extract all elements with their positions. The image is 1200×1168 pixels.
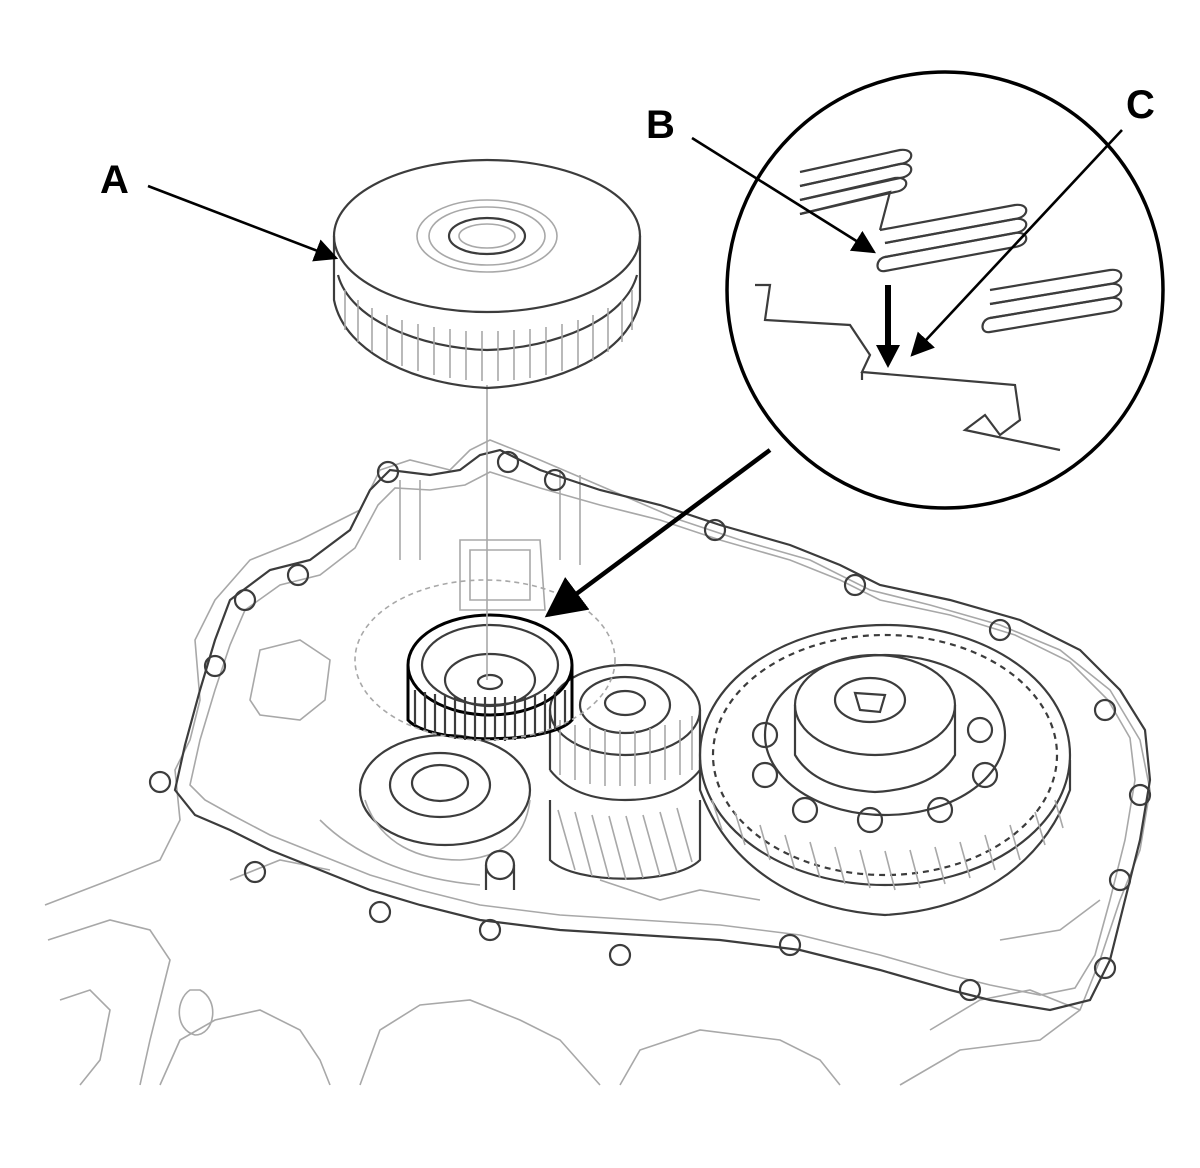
callout-labels: A B C <box>100 83 1155 202</box>
transmission-housing <box>44 439 1151 1086</box>
callout-b-label: B <box>646 103 675 147</box>
case-flange <box>173 448 1152 1012</box>
leader-lines <box>147 129 1123 618</box>
callout-c-label: C <box>1126 83 1155 127</box>
detail-inset <box>725 70 1165 510</box>
callout-a-label: A <box>100 158 129 202</box>
clutch-plates <box>799 148 1123 334</box>
part-a-clutch-drum <box>332 158 642 680</box>
countershaft-gear <box>548 663 702 881</box>
differential-gear <box>698 623 1072 917</box>
idler-gear <box>358 733 532 890</box>
flange-bolts <box>148 450 1152 1002</box>
installed-clutch-drum <box>354 579 616 741</box>
